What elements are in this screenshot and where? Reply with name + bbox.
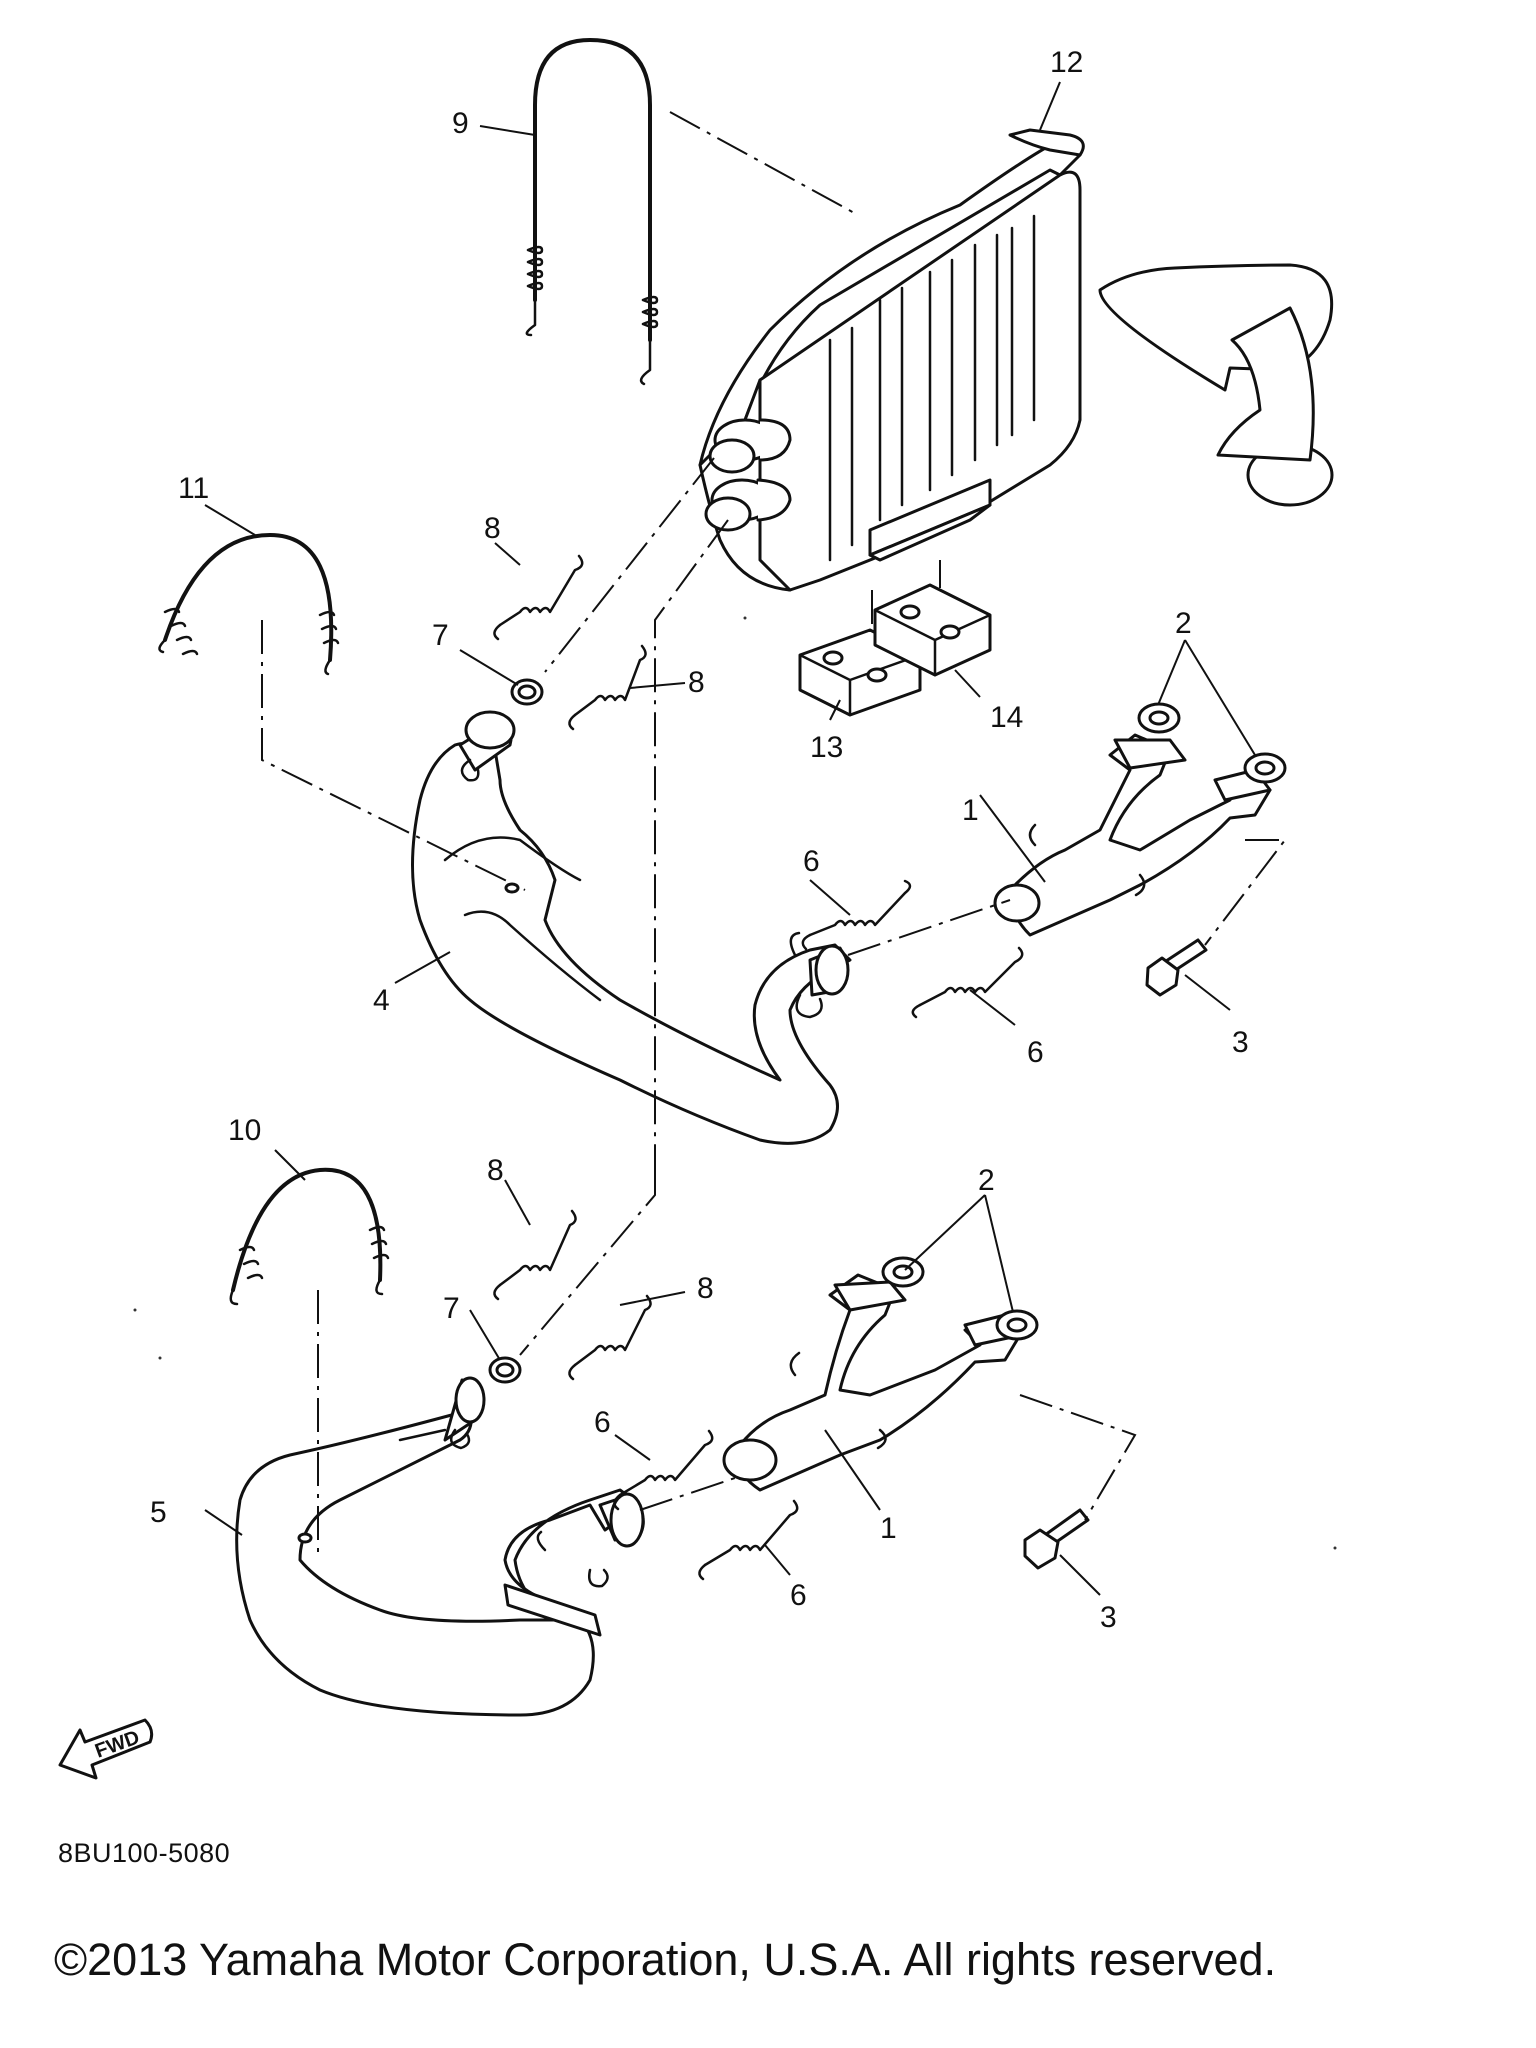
callout-1: 1 — [962, 794, 979, 827]
part-1-manifold-lower — [722, 1273, 1024, 1492]
callout-11: 11 — [178, 472, 209, 505]
callout-2: 2 — [1175, 607, 1192, 640]
callout-6: 6 — [790, 1579, 807, 1612]
part-4-expansion-pipe — [411, 710, 852, 1145]
leader-lines — [204, 81, 1256, 1596]
callout-1: 1 — [880, 1512, 897, 1545]
part-9-strap — [525, 37, 659, 386]
callout-8: 8 — [484, 512, 501, 545]
callout-8: 8 — [697, 1272, 714, 1305]
fwd-label: FWD — [92, 1726, 142, 1762]
callout-12: 12 — [1050, 46, 1083, 79]
part-6-springs — [613, 879, 1024, 1581]
callout-4: 4 — [373, 984, 390, 1017]
fwd-arrow-icon: FWD — [58, 1718, 154, 1780]
part-11-strap — [158, 532, 340, 676]
callout-13: 13 — [810, 731, 843, 764]
muffler-inlet-fittings — [704, 418, 792, 532]
callout-7: 7 — [443, 1292, 460, 1325]
callout-8: 8 — [688, 666, 705, 699]
part-5-expansion-pipe — [235, 1376, 645, 1717]
callout-14: 14 — [990, 701, 1023, 734]
callout-8: 8 — [487, 1154, 504, 1187]
callout-6: 6 — [803, 845, 820, 878]
callout-numbers: 12 9 11 8 7 8 2 13 14 1 6 4 6 3 10 8 2 8… — [150, 46, 1249, 1634]
callout-5: 5 — [150, 1496, 167, 1529]
scan-specks — [133, 616, 1337, 1550]
callout-9: 9 — [452, 107, 469, 140]
callout-2: 2 — [978, 1164, 995, 1197]
callout-10: 10 — [228, 1114, 261, 1147]
assembly-centerlines — [261, 111, 1288, 1560]
part-10-strap — [229, 1167, 390, 1306]
part-3-bolts — [1023, 938, 1208, 1570]
callout-3: 3 — [1100, 1601, 1117, 1634]
part-2-gaskets — [881, 702, 1287, 1341]
part-12-muffler — [698, 128, 1334, 592]
callout-6: 6 — [594, 1406, 611, 1439]
part-7-orings — [488, 678, 544, 1384]
diagram-reference-code: 8BU100-5080 — [58, 1838, 231, 1868]
callout-7: 7 — [432, 619, 449, 652]
callout-3: 3 — [1232, 1026, 1249, 1059]
part-1-manifold-upper — [993, 733, 1272, 937]
part-14-bracket — [873, 583, 992, 677]
callout-6: 6 — [1027, 1036, 1044, 1069]
copyright-notice: ©2013 Yamaha Motor Corporation, U.S.A. A… — [54, 1934, 1277, 1985]
part-8-springs — [493, 554, 652, 1381]
